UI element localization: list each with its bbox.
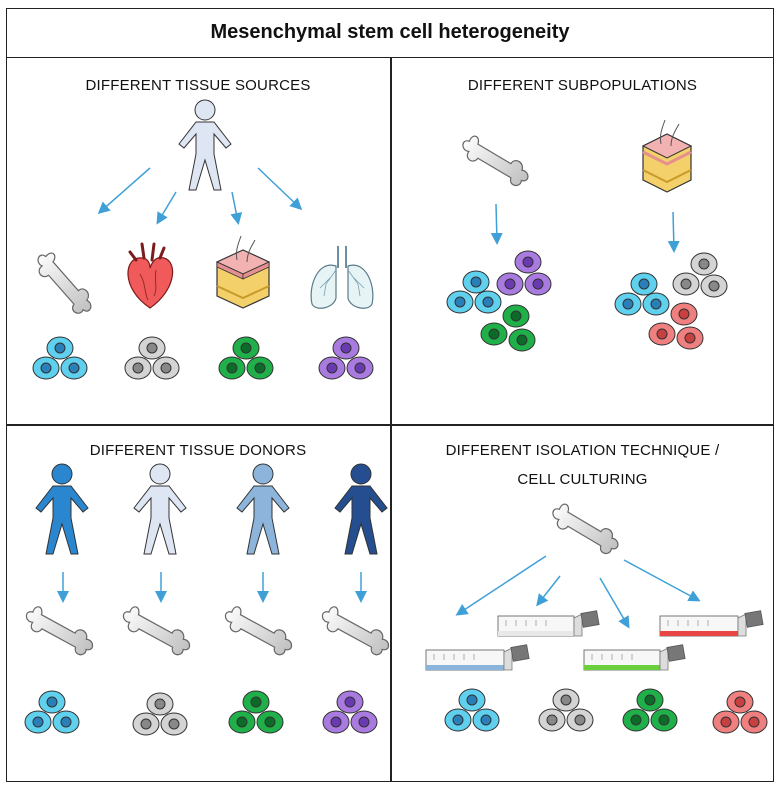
figure-title: Mesenchymal stem cell heterogeneity xyxy=(6,8,774,58)
panel-title-tissue-donors: DIFFERENT TISSUE DONORS xyxy=(89,442,307,459)
arrow-icon xyxy=(455,555,547,616)
bone-icon xyxy=(24,598,95,664)
arrow-icon xyxy=(230,191,243,225)
person-icon xyxy=(35,463,89,555)
arrow-icon xyxy=(97,167,151,214)
panel-tissue-donors xyxy=(24,463,391,736)
cell-cluster-green xyxy=(218,336,274,380)
bone-icon xyxy=(461,128,530,193)
arrow-icon xyxy=(536,575,561,607)
panel-subpopulations xyxy=(446,119,728,352)
person-icon xyxy=(133,463,187,555)
skin-tissue-icon xyxy=(215,235,271,309)
cell-mix-right xyxy=(614,252,728,350)
culture-flask-red-icon xyxy=(659,610,764,637)
cell-cluster-red xyxy=(712,690,768,734)
cell-cluster-cyan xyxy=(444,688,500,732)
arrow-icon xyxy=(490,203,503,245)
arrow-icon xyxy=(667,211,680,253)
panel-title-subpopulations: DIFFERENT SUBPOPULATIONS xyxy=(467,77,698,94)
cell-cluster-gray xyxy=(132,692,188,736)
bone-icon xyxy=(121,598,192,664)
skin-tissue-icon xyxy=(641,119,693,193)
cell-cluster-purple xyxy=(322,690,378,734)
person-icon xyxy=(334,463,388,555)
cell-cluster-gray xyxy=(124,336,180,380)
person-icon xyxy=(178,99,232,191)
cell-cluster-cyan xyxy=(24,690,80,734)
arrow-icon xyxy=(257,167,303,211)
cell-cluster-gray xyxy=(538,688,594,732)
vertical-divider xyxy=(390,58,392,782)
culture-flask-green-icon xyxy=(583,644,686,671)
arrow-icon xyxy=(599,577,630,629)
bone-icon xyxy=(551,496,620,561)
cell-mix-left xyxy=(446,250,552,352)
lungs-icon xyxy=(310,246,374,309)
culture-flask-blue-icon xyxy=(425,644,530,671)
cell-cluster-cyan xyxy=(32,336,88,380)
panel-title-isolation-line1: DIFFERENT ISOLATION TECHNIQUE / xyxy=(445,442,720,459)
horizontal-divider xyxy=(6,424,774,426)
cell-cluster-green xyxy=(228,690,284,734)
panel-title-isolation-line2: CELL CULTURING xyxy=(517,471,648,488)
person-icon xyxy=(236,463,290,555)
arrow-icon xyxy=(623,559,701,602)
heart-icon xyxy=(127,242,174,309)
cell-cluster-green xyxy=(622,688,678,732)
bone-icon xyxy=(29,250,100,316)
panel-isolation xyxy=(425,496,768,734)
bone-icon xyxy=(320,598,391,664)
bone-icon xyxy=(223,598,294,664)
cell-cluster-purple xyxy=(318,336,374,380)
panel-tissue-sources xyxy=(29,99,374,380)
arrow-icon xyxy=(156,191,177,225)
culture-flask-white-icon xyxy=(497,610,600,637)
panel-title-tissue-sources: DIFFERENT TISSUE SOURCES xyxy=(85,77,311,94)
